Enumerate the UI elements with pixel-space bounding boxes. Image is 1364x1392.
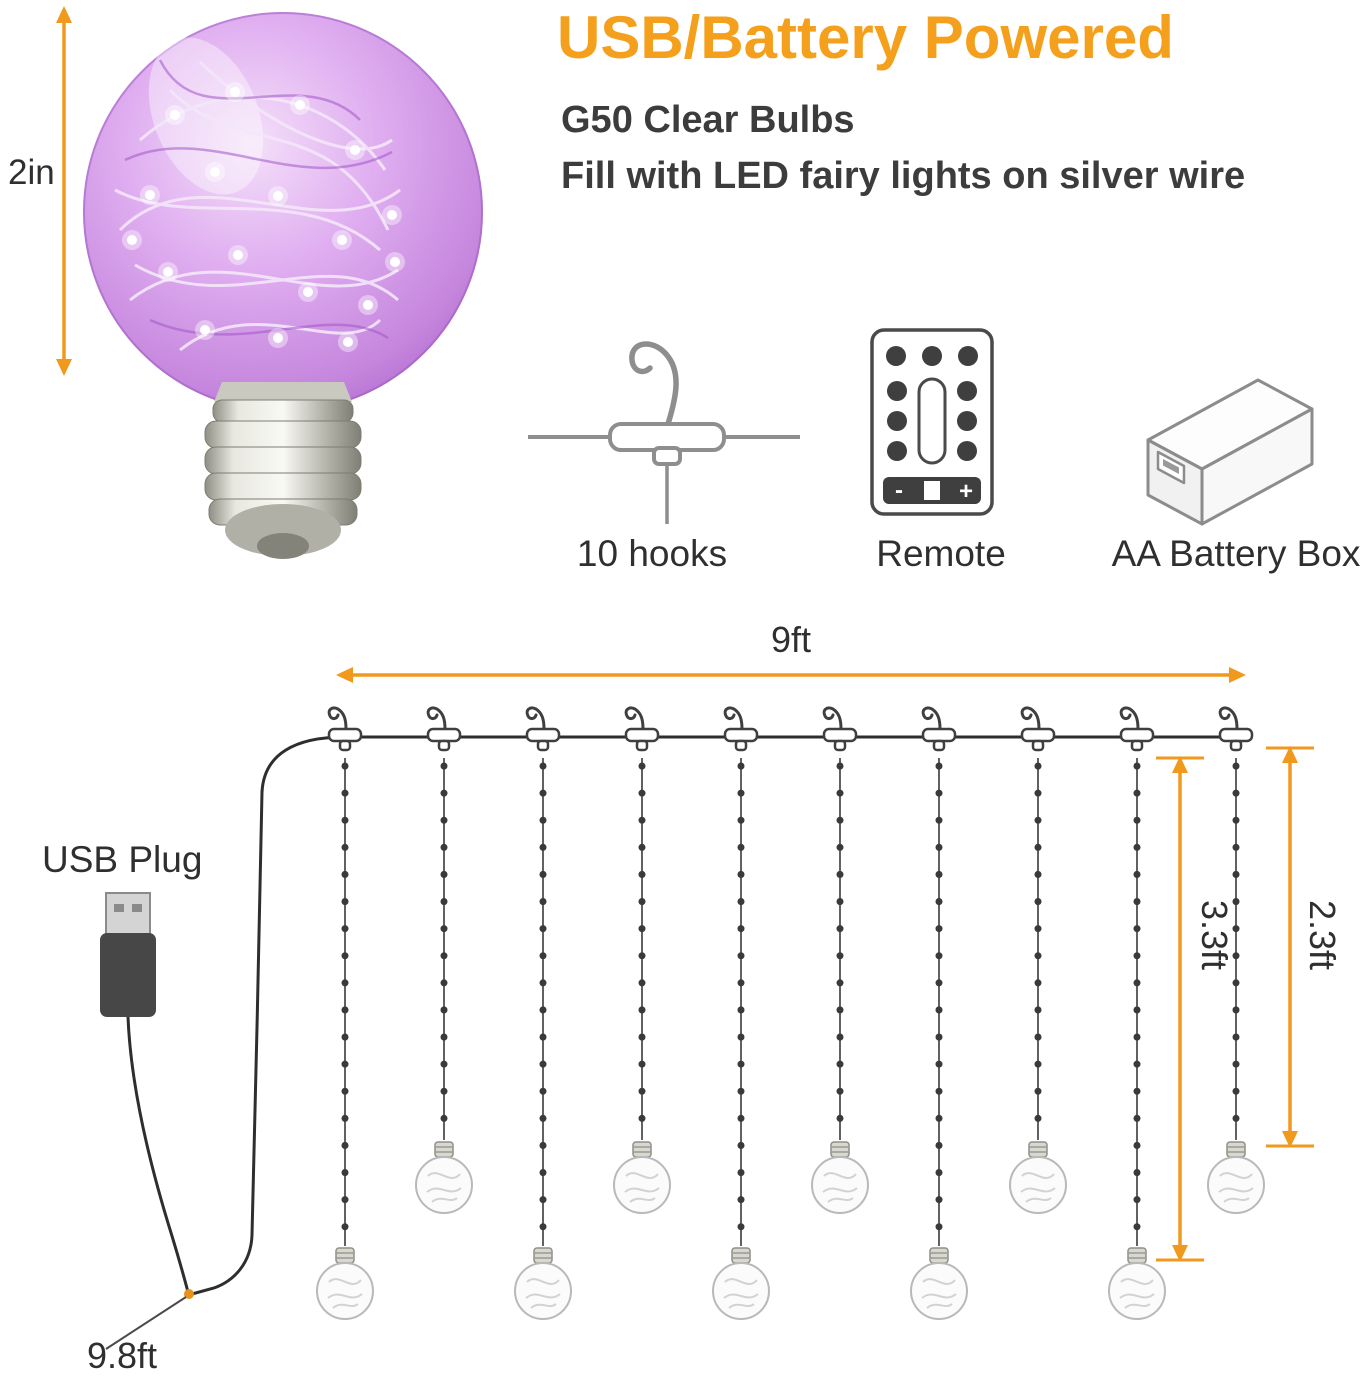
led-lights [122, 82, 405, 352]
width-dimension-arrow [336, 667, 1246, 683]
width-dimension-label: 9ft [770, 619, 812, 660]
usb-plug-icon [100, 892, 190, 1293]
long-drop-label: 3.3ft [1193, 899, 1235, 971]
lead-leader-line [105, 1296, 187, 1350]
battery-box-label: AA Battery Box [1111, 533, 1361, 574]
string-bulbs [316, 1141, 1265, 1320]
hook-icon [528, 341, 800, 524]
remote-icon: - + [870, 328, 994, 516]
wire-junction-dot [184, 1289, 194, 1299]
main-wire [191, 735, 1240, 1296]
usb-plug-label: USB Plug [42, 839, 203, 880]
long-drop-arrow [1156, 756, 1204, 1262]
lead-wire-label: 9.8ft [86, 1335, 158, 1376]
bulb-height-label: 2in [8, 153, 55, 192]
remote-minus-glyph: - [895, 477, 903, 504]
remote-label: Remote [876, 533, 1006, 574]
height-dimension-arrow [56, 6, 72, 376]
short-drop-label: 2.3ft [1301, 899, 1343, 971]
battery-box-icon [1146, 378, 1314, 526]
hooks-label: 10 hooks [576, 533, 728, 574]
curtain-hooks [327, 706, 1254, 752]
page-title: USB/Battery Powered [557, 4, 1174, 71]
bulb-illustration [83, 12, 483, 559]
subtitle-line-2: Fill with LED fairy lights on silver wir… [561, 155, 1246, 197]
fairy-wire-strands-dark [124, 59, 393, 340]
short-drop-arrow [1266, 746, 1314, 1148]
subtitle-line-1: G50 Clear Bulbs [561, 99, 855, 141]
light-strings [341, 758, 1240, 1250]
remote-plus-glyph: + [959, 478, 973, 505]
